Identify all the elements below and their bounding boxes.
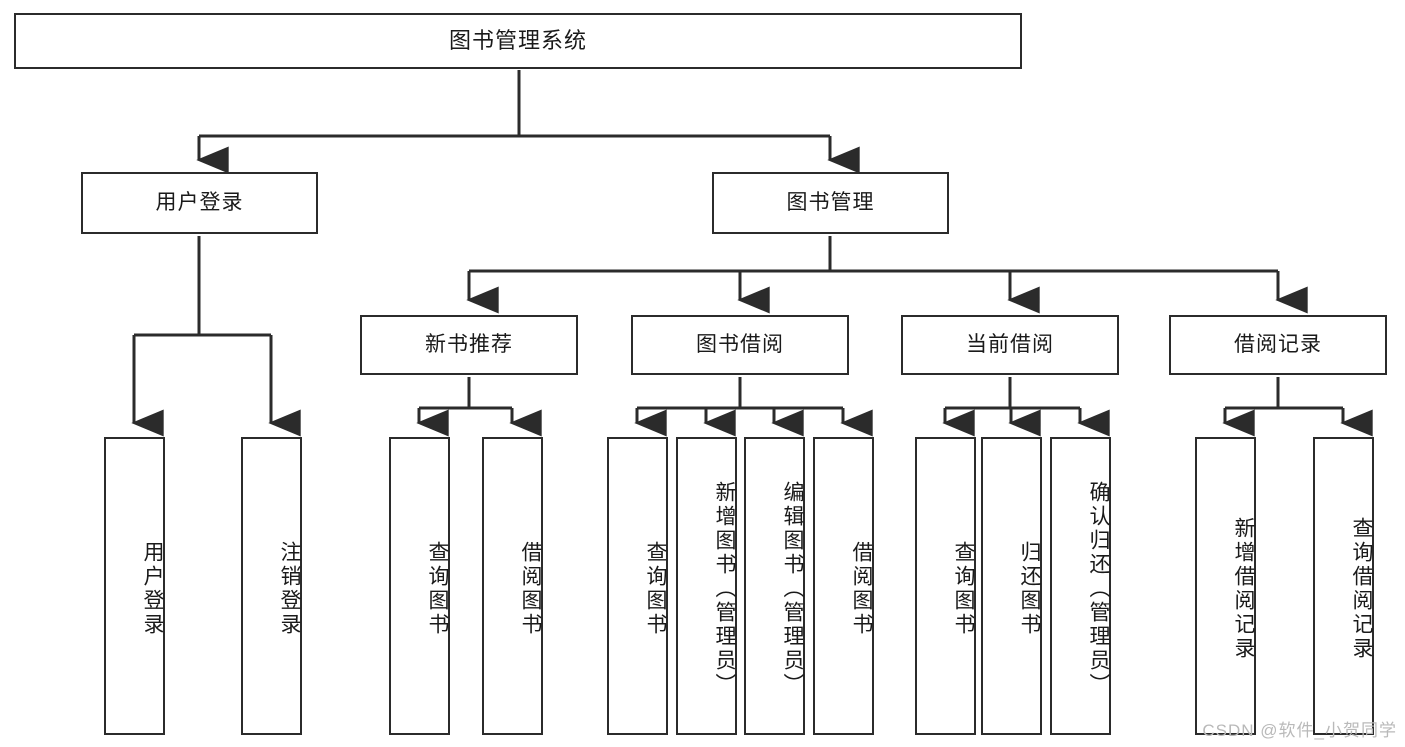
leaf-label: 确认归还（管理员） [1087, 481, 1110, 697]
leaf-label: 查询图书 [426, 541, 449, 637]
node-book-borrow[interactable]: 图书借阅 [631, 315, 849, 375]
leaf-label: 查询借阅记录 [1350, 517, 1373, 661]
leaf-book-borrow-1[interactable]: 查询图书 [607, 437, 668, 735]
leaf-label: 用户登录 [141, 541, 164, 637]
leaf-label: 编辑图书（管理员） [781, 481, 804, 697]
node-book-management-system[interactable]: 图书管理系统 [14, 13, 1022, 69]
leaf-current-borrow-2[interactable]: 归还图书 [981, 437, 1042, 735]
leaf-label: 注销登录 [278, 541, 301, 637]
leaf-label: 归还图书 [1018, 541, 1041, 637]
leaf-label: 查询图书 [644, 541, 667, 637]
leaf-current-borrow-1[interactable]: 查询图书 [915, 437, 976, 735]
leaf-current-borrow-3[interactable]: 确认归还（管理员） [1050, 437, 1111, 735]
leaf-borrow-record-2[interactable]: 查询借阅记录 [1313, 437, 1374, 735]
leaf-label: 新增图书（管理员） [713, 481, 736, 697]
leaf-label: 新增借阅记录 [1232, 517, 1255, 661]
leaf-label: 借阅图书 [850, 541, 873, 637]
leaf-borrow-record-1[interactable]: 新增借阅记录 [1195, 437, 1256, 735]
node-new-book-recommend[interactable]: 新书推荐 [360, 315, 578, 375]
node-book-management[interactable]: 图书管理 [712, 172, 949, 234]
leaf-book-borrow-2[interactable]: 新增图书（管理员） [676, 437, 737, 735]
leaf-user-login-2[interactable]: 注销登录 [241, 437, 302, 735]
leaf-new-book-2[interactable]: 借阅图书 [482, 437, 543, 735]
leaf-label: 查询图书 [952, 541, 975, 637]
leaf-new-book-1[interactable]: 查询图书 [389, 437, 450, 735]
leaf-book-borrow-3[interactable]: 编辑图书（管理员） [744, 437, 805, 735]
leaf-user-login-1[interactable]: 用户登录 [104, 437, 165, 735]
leaf-label: 借阅图书 [519, 541, 542, 637]
node-user-login[interactable]: 用户登录 [81, 172, 318, 234]
node-borrow-record[interactable]: 借阅记录 [1169, 315, 1387, 375]
leaf-book-borrow-4[interactable]: 借阅图书 [813, 437, 874, 735]
watermark-text: CSDN @软件_小贺同学 [1202, 721, 1397, 740]
node-current-borrow[interactable]: 当前借阅 [901, 315, 1119, 375]
